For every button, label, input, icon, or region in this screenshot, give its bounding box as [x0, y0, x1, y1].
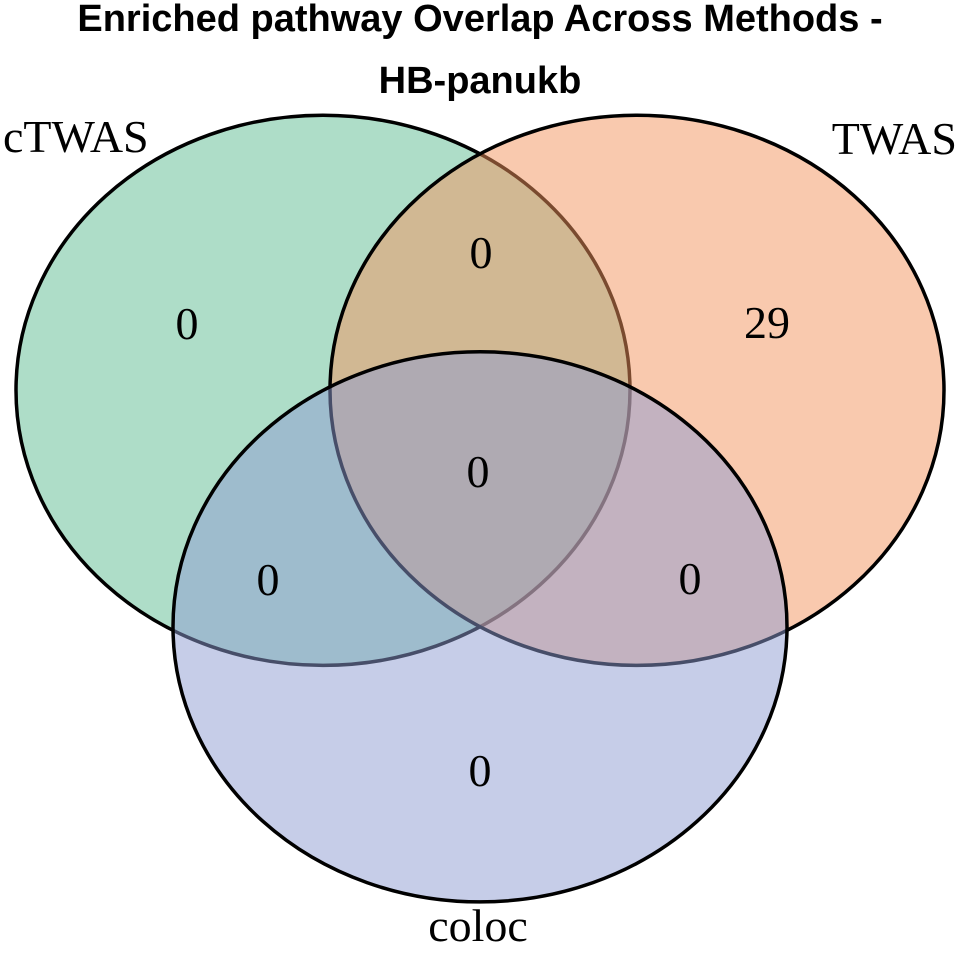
coloc-circle — [173, 352, 787, 902]
chart-title-line2: HB-panukb — [378, 60, 582, 102]
set-label-twas: TWAS — [832, 113, 957, 164]
chart-title-line1: Enriched pathway Overlap Across Methods … — [77, 0, 883, 40]
count-ctwas-only: 0 — [176, 298, 199, 349]
count-ctwas-coloc: 0 — [257, 554, 280, 605]
count-ctwas-twas: 0 — [470, 227, 493, 278]
set-label-coloc: coloc — [428, 900, 528, 951]
set-label-ctwas: cTWAS — [3, 111, 149, 162]
count-twas-coloc: 0 — [679, 553, 702, 604]
count-twas-only: 29 — [744, 297, 790, 348]
count-coloc-only: 0 — [469, 745, 492, 796]
count-all-three: 0 — [467, 446, 490, 497]
